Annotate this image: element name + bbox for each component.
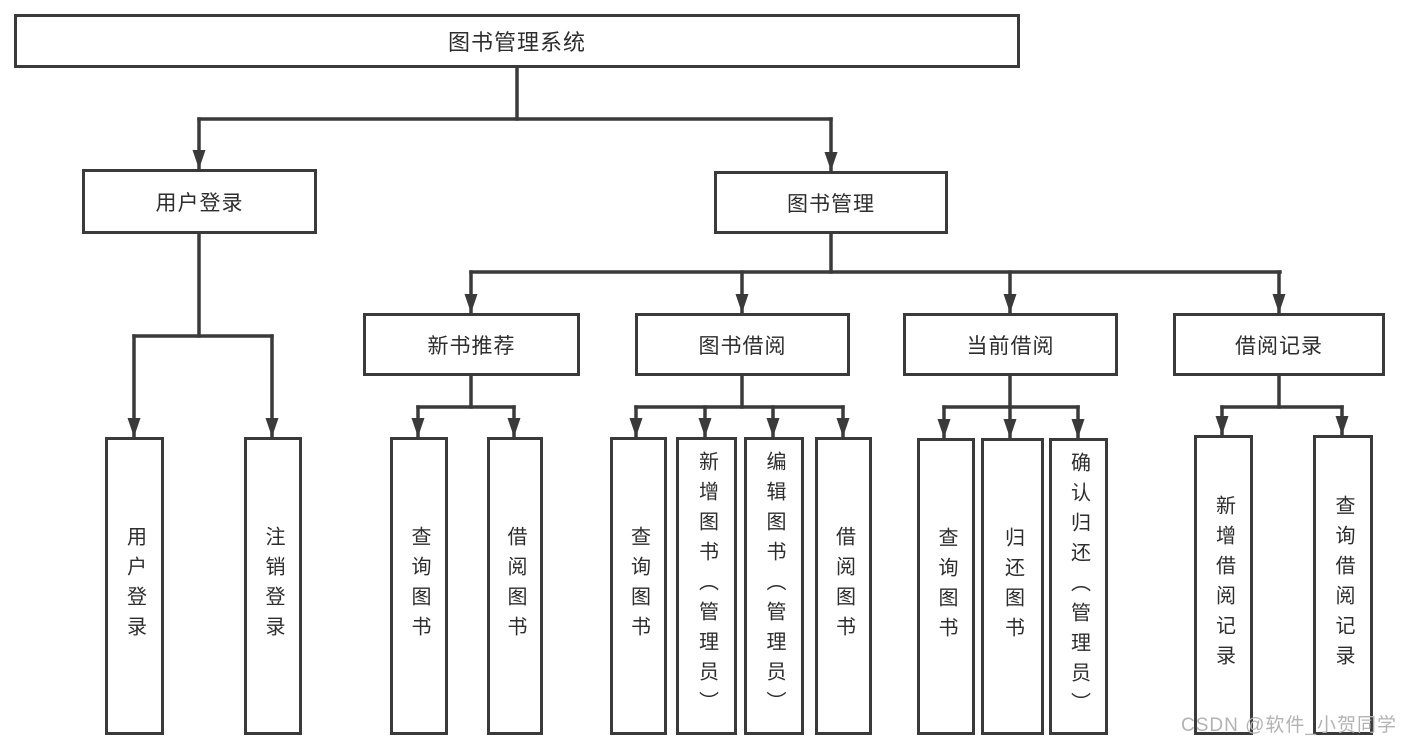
- book-management-split: [464, 232, 1286, 315]
- node-borrow-records: 借阅记录: [1173, 313, 1385, 376]
- node-book-borrowing: 图书借阅: [635, 313, 850, 376]
- root-split: [192, 66, 838, 173]
- leaf-edit-book-admin: 编辑图书（管理员）: [744, 437, 804, 735]
- leaf-user-login: 用户登录: [105, 437, 164, 735]
- leaf-add-borrow-record: 新增借阅记录: [1194, 435, 1253, 735]
- current-borrowing-split: [937, 374, 1085, 440]
- leaf-query-books-borrowing: 查询图书: [610, 437, 667, 735]
- node-new-book-recommend: 新书推荐: [363, 313, 580, 376]
- leaf-query-borrow-record: 查询借阅记录: [1313, 435, 1373, 735]
- leaf-confirm-return-admin: 确认归还（管理员）: [1049, 438, 1108, 735]
- borrow-records-split: [1215, 374, 1349, 437]
- csdn-watermark: CSDN @软件_小贺同学: [1181, 715, 1397, 736]
- leaf-query-books-current: 查询图书: [917, 438, 975, 735]
- node-current-borrowing: 当前借阅: [903, 313, 1118, 376]
- node-book-management: 图书管理: [714, 171, 948, 234]
- node-user-login: 用户登录: [82, 169, 317, 234]
- leaf-query-books-recommend: 查询图书: [390, 437, 448, 735]
- leaf-borrow-books-borrowing: 借阅图书: [815, 437, 872, 735]
- book-borrowing-split: [629, 374, 850, 439]
- leaf-return-book: 归还图书: [981, 438, 1044, 735]
- leaf-logout: 注销登录: [244, 437, 302, 735]
- leaf-add-book-admin: 新增图书（管理员）: [676, 437, 737, 735]
- user-login-split: [127, 232, 279, 439]
- leaf-borrow-books-recommend: 借阅图书: [487, 437, 543, 735]
- new-book-recommend-split: [411, 374, 521, 439]
- node-root: 图书管理系统: [14, 14, 1020, 68]
